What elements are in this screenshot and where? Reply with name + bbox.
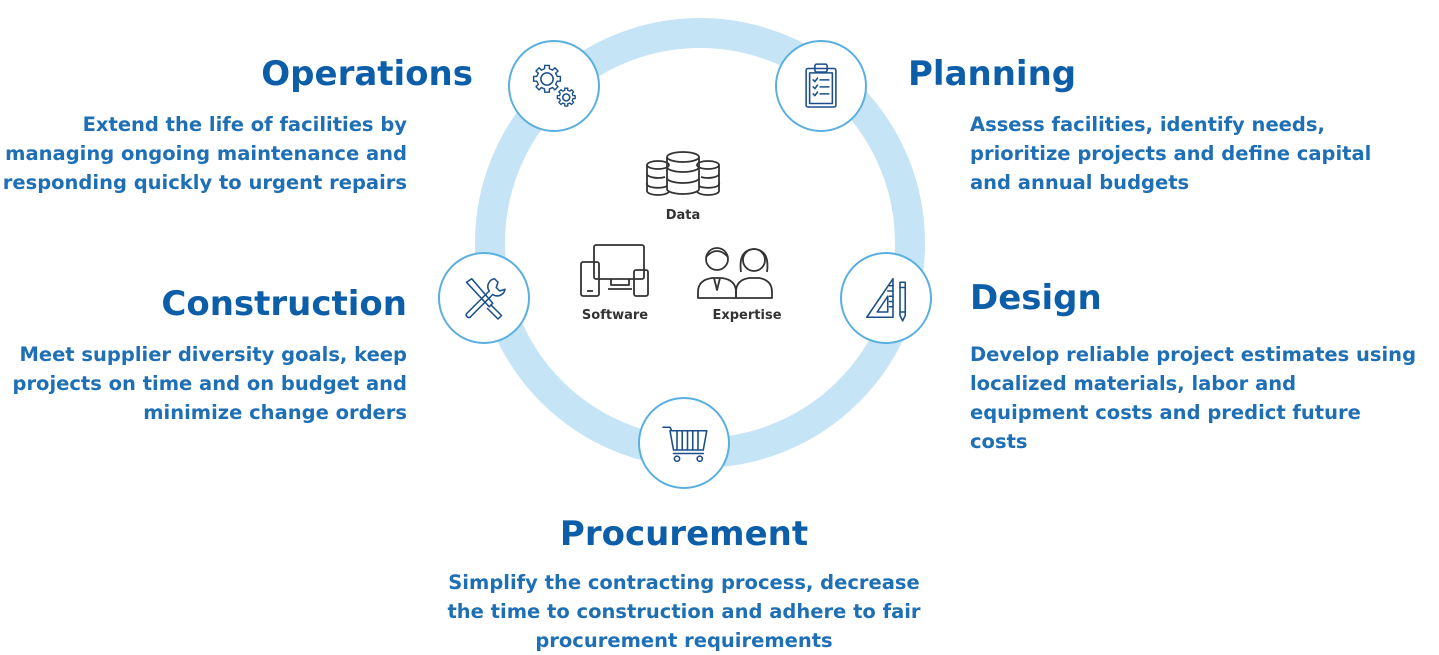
- planning-description: Assess facilities, identify needs, prior…: [970, 113, 1372, 194]
- center-label-expertise: Expertise: [712, 308, 782, 323]
- shopping-cart-icon: [638, 397, 730, 489]
- operations-title: Operations: [261, 54, 473, 94]
- gears-icon: [508, 40, 600, 132]
- design-description: Develop reliable project estimates using…: [970, 343, 1417, 453]
- planning-title: Planning: [908, 54, 1077, 94]
- operations-description: Extend the life of facilities by managin…: [2, 113, 407, 194]
- devices-icon: [578, 242, 652, 300]
- construction-title: Construction: [161, 284, 407, 324]
- construction-description: Meet supplier diversity goals, keep proj…: [12, 343, 407, 424]
- design-title: Design: [970, 278, 1102, 318]
- procurement-title: Procurement: [559, 514, 809, 554]
- center-label-software: Software: [581, 308, 649, 323]
- people-icon: [692, 242, 778, 300]
- triangle-ruler-pencil-icon: [840, 252, 932, 344]
- clipboard-checklist-icon: [775, 40, 867, 132]
- center-label-data: Data: [665, 208, 701, 223]
- database-icon: [640, 148, 726, 204]
- procurement-description: Simplify the contracting process, decrea…: [447, 571, 921, 652]
- tools-icon: [438, 252, 530, 344]
